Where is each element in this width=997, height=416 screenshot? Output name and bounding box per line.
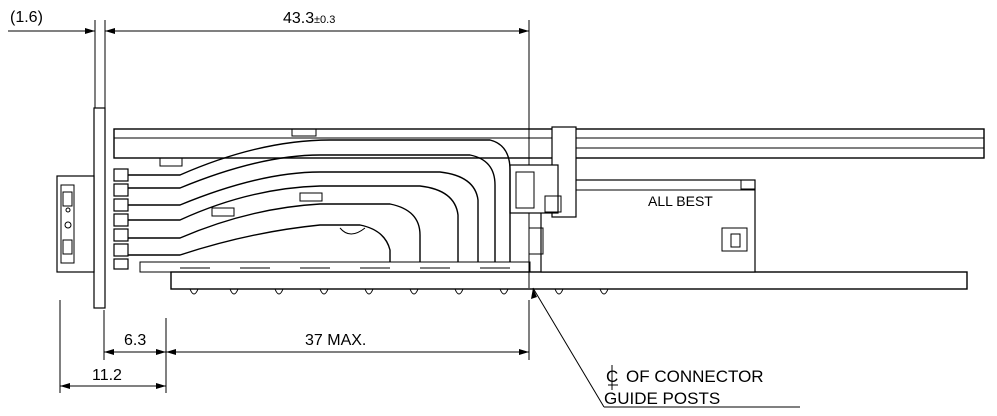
cable-assembly: [113, 139, 531, 273]
module-housing: ALL BEST: [540, 179, 756, 273]
pcb-board: [170, 271, 968, 295]
centerline-note-line1: OF CONNECTOR: [626, 367, 764, 386]
centerline-note: C OF CONNECTOR GUIDE POSTS: [604, 365, 764, 408]
dim-offset-large: 11.2: [92, 367, 122, 384]
extension-lines: [59, 20, 530, 393]
dim-offset-small: 6.3: [124, 332, 146, 349]
brand-marking: ALL BEST: [648, 193, 713, 209]
dim-flange-thickness: (1.6): [10, 9, 43, 26]
front-flange: [56, 107, 106, 309]
centerline-note-line2: GUIDE POSTS: [604, 389, 720, 408]
centerline-leader: [531, 287, 800, 408]
dimension-lines: [8, 28, 529, 389]
dim-overall-length: 43.3: [283, 10, 314, 27]
latch-block: [509, 126, 577, 255]
guide-rail: [113, 128, 985, 159]
dim-overall-length-tolerance: ±0.3: [314, 14, 335, 26]
dim-max-length: 37 MAX.: [305, 332, 366, 349]
pcb-solder-bumps: [189, 288, 609, 295]
